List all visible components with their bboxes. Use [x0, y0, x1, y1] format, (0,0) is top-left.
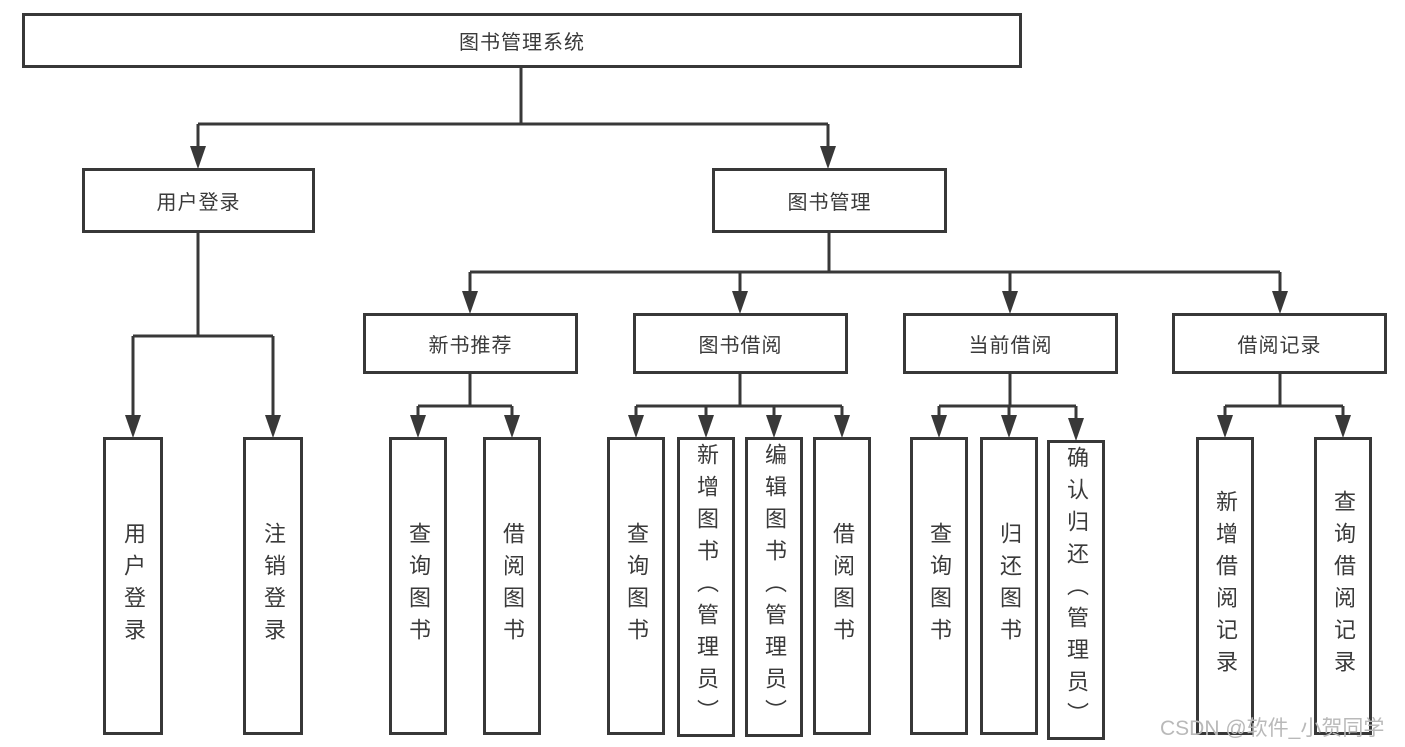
- leaf-add-borrow-record: 新增借阅记录: [1196, 437, 1254, 735]
- node-book-management: 图书管理: [712, 168, 947, 233]
- leaf-logout: 注销登录: [243, 437, 303, 735]
- watermark: CSDN @软件_小贺同学: [1160, 717, 1385, 740]
- node-current-borrow-label: 当前借阅: [968, 335, 1053, 357]
- leaf-user-login: 用户登录: [103, 437, 163, 735]
- node-borrow-records-label: 借阅记录: [1237, 335, 1322, 357]
- leaf-query-book-3: 查询图书: [910, 437, 968, 735]
- leaf-user-login-label: 用户登录: [121, 522, 146, 650]
- leaf-query-book-2: 查询图书: [607, 437, 665, 735]
- leaf-logout-label: 注销登录: [261, 522, 286, 650]
- leaf-confirm-return-admin: 确认归还（管理员）: [1047, 440, 1105, 740]
- node-book-management-label: 图书管理: [787, 192, 872, 214]
- leaf-borrow-book-1-label: 借阅图书: [500, 522, 525, 650]
- node-user-login: 用户登录: [82, 168, 315, 233]
- node-current-borrow: 当前借阅: [903, 313, 1118, 374]
- leaf-query-book-2-label: 查询图书: [624, 522, 649, 650]
- leaf-borrow-book-2-label: 借阅图书: [830, 522, 855, 650]
- leaf-confirm-return-admin-label: 确认归还（管理员）: [1064, 446, 1089, 734]
- node-borrow-records: 借阅记录: [1172, 313, 1387, 374]
- node-user-login-label: 用户登录: [156, 192, 241, 214]
- leaf-add-book-admin: 新增图书（管理员）: [677, 437, 735, 737]
- leaf-edit-book-admin: 编辑图书（管理员）: [745, 437, 803, 737]
- leaf-return-book: 归还图书: [980, 437, 1038, 735]
- leaf-query-book-1: 查询图书: [389, 437, 447, 735]
- node-book-borrow-label: 图书借阅: [698, 335, 783, 357]
- leaf-query-book-1-label: 查询图书: [406, 522, 431, 650]
- node-book-borrow: 图书借阅: [633, 313, 848, 374]
- leaf-query-borrow-record: 查询借阅记录: [1314, 437, 1372, 735]
- leaf-edit-book-admin-label: 编辑图书（管理员）: [762, 443, 787, 731]
- leaf-query-book-3-label: 查询图书: [927, 522, 952, 650]
- leaf-borrow-book-1: 借阅图书: [483, 437, 541, 735]
- leaf-query-borrow-record-label: 查询借阅记录: [1331, 490, 1356, 682]
- leaf-borrow-book-2: 借阅图书: [813, 437, 871, 735]
- leaf-add-borrow-record-label: 新增借阅记录: [1213, 490, 1238, 682]
- leaf-return-book-label: 归还图书: [997, 522, 1022, 650]
- node-root: 图书管理系统: [22, 13, 1022, 68]
- leaf-add-book-admin-label: 新增图书（管理员）: [694, 443, 719, 731]
- node-new-book-recommend: 新书推荐: [363, 313, 578, 374]
- node-new-book-recommend-label: 新书推荐: [428, 335, 513, 357]
- node-root-label: 图书管理系统: [459, 32, 585, 54]
